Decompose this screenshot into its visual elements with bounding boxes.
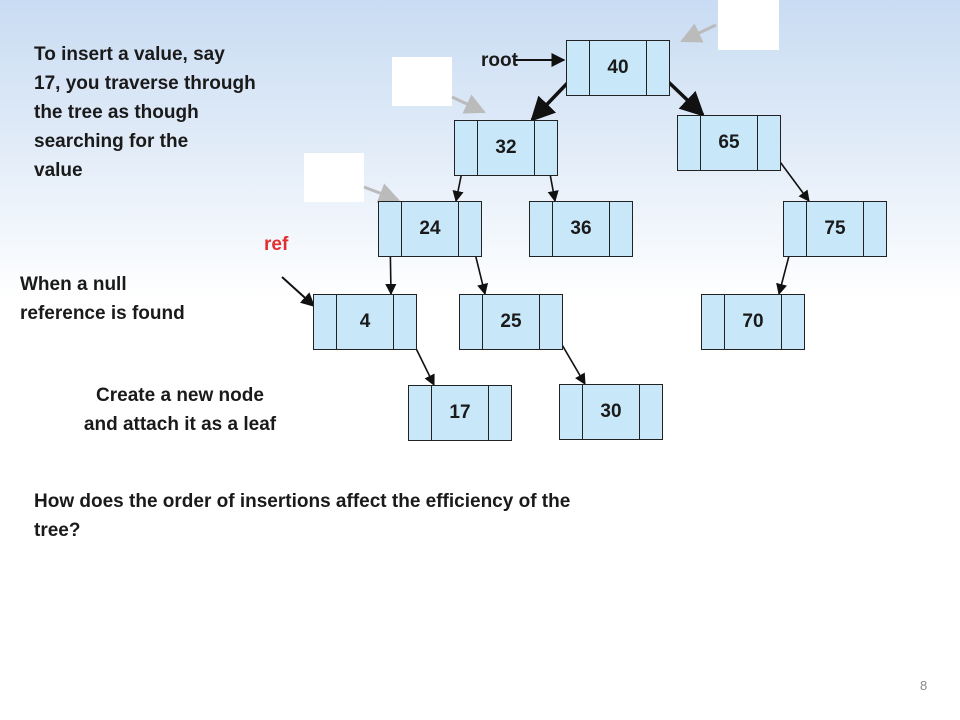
tree-node-65: 65 xyxy=(677,115,781,171)
right-pointer-cell xyxy=(458,202,459,256)
tree-node-32: 32 xyxy=(454,120,558,176)
node-value: 75 xyxy=(824,218,846,239)
page-number: 8 xyxy=(920,678,928,693)
left-pointer-cell xyxy=(700,116,701,170)
right-pointer-cell xyxy=(488,386,489,440)
ref-pointer-arrow xyxy=(281,276,316,307)
node-value: 30 xyxy=(600,401,622,422)
right-pointer-cell xyxy=(863,202,864,256)
node-value: 36 xyxy=(570,218,592,239)
tree-node-4: 4 xyxy=(313,294,417,350)
node-value: 17 xyxy=(449,402,471,423)
right-pointer-cell xyxy=(646,41,647,95)
question-text: How does the order of insertions affect … xyxy=(34,491,571,541)
blank-box-top-right xyxy=(718,0,779,50)
tree-node-24: 24 xyxy=(378,201,482,257)
left-pointer-cell xyxy=(482,295,483,349)
node-value: 40 xyxy=(607,57,629,78)
create-node-text: Create a new node and attach it as a lea… xyxy=(83,385,277,435)
left-pointer-cell xyxy=(582,385,583,439)
blank-box-upper xyxy=(392,57,452,106)
left-pointer-cell xyxy=(724,295,725,349)
grey-pointer-arrow-1 xyxy=(680,23,717,43)
grey-pointer-arrow-3 xyxy=(363,183,400,204)
tree-node-70: 70 xyxy=(701,294,805,350)
right-pointer-cell xyxy=(639,385,640,439)
null-found-text: When a null reference is found xyxy=(20,274,185,324)
right-pointer-cell xyxy=(757,116,758,170)
tree-node-25: 25 xyxy=(459,294,563,350)
right-pointer-cell xyxy=(781,295,782,349)
tree-node-75: 75 xyxy=(783,201,887,257)
left-pointer-cell xyxy=(336,295,337,349)
right-pointer-cell xyxy=(534,121,535,175)
right-pointer-cell xyxy=(539,295,540,349)
node-value: 4 xyxy=(359,311,371,332)
tree-node-17: 17 xyxy=(408,385,512,441)
left-pointer-cell xyxy=(401,202,402,256)
node-value: 70 xyxy=(742,311,764,332)
node-value: 25 xyxy=(500,311,522,332)
node-value: 32 xyxy=(495,137,517,158)
grey-pointer-arrow-2 xyxy=(451,94,486,114)
tree-node-40: 40 xyxy=(566,40,670,96)
tree-node-36: 36 xyxy=(529,201,633,257)
node-value: 65 xyxy=(718,132,740,153)
left-pointer-cell xyxy=(552,202,553,256)
intro-text: To insert a value, say 17, you traverse … xyxy=(34,44,256,181)
root-label: root xyxy=(481,50,518,71)
ref-label: ref xyxy=(264,234,289,255)
left-pointer-cell xyxy=(431,386,432,440)
right-pointer-cell xyxy=(609,202,610,256)
left-pointer-cell xyxy=(477,121,478,175)
left-pointer-cell xyxy=(589,41,590,95)
node-value: 24 xyxy=(419,218,441,239)
left-pointer-cell xyxy=(806,202,807,256)
blank-box-middle xyxy=(304,153,364,202)
tree-node-30: 30 xyxy=(559,384,663,440)
right-pointer-cell xyxy=(393,295,394,349)
